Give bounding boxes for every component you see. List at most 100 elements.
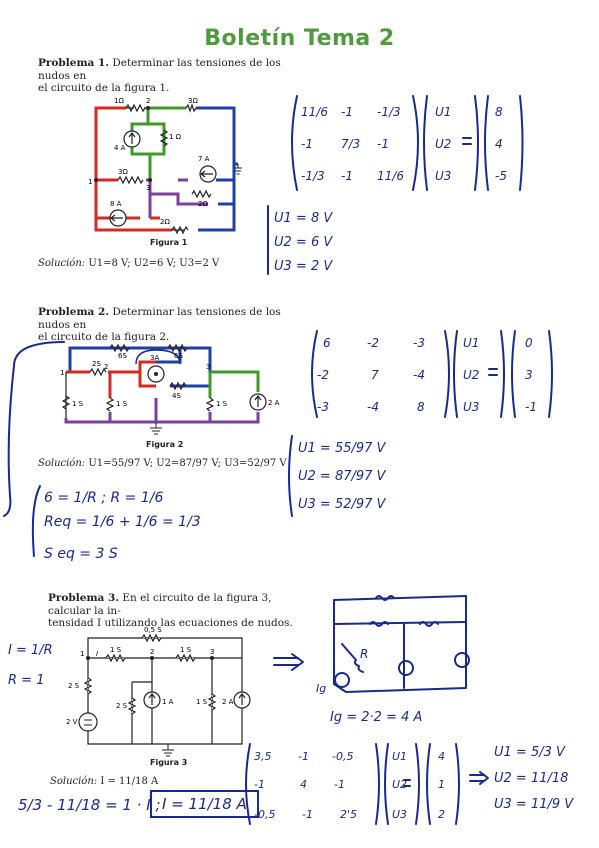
m3-cell: 2'5 <box>340 808 357 821</box>
fig2-label-4s: 4S <box>172 392 181 400</box>
r2-u3: U3 = 52/97 V <box>298 497 387 512</box>
handwritten-matrix-2: 6 -2 -3 -2 7 -4 -3 -4 8 U1 U2 U3 0 3 -1 <box>311 330 553 418</box>
figure-2-circuit: 6S 6S 2S 3A 1 2 3 1 S 1 S 4S 1 S 2 A <box>60 343 280 435</box>
m2-rhs: 0 <box>525 336 533 350</box>
m2-cell: -4 <box>413 368 425 382</box>
m2-unknown: U2 <box>463 368 479 382</box>
problem-2-solution-text: U1=55/97 V; U2=87/97 V; U3=52/97 V <box>88 458 287 469</box>
problem-3-text-line1: En el circuito de la figura 3, calcular … <box>48 592 272 617</box>
fig3-node-3: 3 <box>210 648 214 656</box>
figure-3-caption: Figura 3 <box>150 758 188 767</box>
implies-arrow-icon <box>469 771 489 785</box>
handwritten-final-equation: 5/3 - 11/18 = 1 · I ; <box>18 796 161 814</box>
m1-cell: -1/3 <box>377 105 401 119</box>
handwritten-results-2: U1 = 55/97 V U2 = 87/97 V U3 = 52/97 V <box>288 435 387 517</box>
side-note-2: R = 1 <box>8 673 45 688</box>
m1-cell: -1 <box>301 137 313 151</box>
fig3-label-1s-c: 1 S <box>196 698 208 706</box>
m3-rhs: 4 <box>438 750 445 763</box>
m3-cell: 3,5 <box>254 750 272 763</box>
fig2-label-3a: 3A <box>150 354 159 362</box>
figure-2-caption: Figura 2 <box>146 440 184 449</box>
fig1-label-i4: 4 A <box>114 144 126 152</box>
m1-cell: 7/3 <box>341 137 360 151</box>
m3-rhs: 1 <box>438 778 445 791</box>
fig2-label-6s-b: 6S <box>174 352 183 360</box>
m3-cell: 4 <box>300 778 307 791</box>
fig1-label-r3: 1 Ω <box>169 133 182 141</box>
m3-rhs: 2 <box>438 808 445 821</box>
problem-1-solution-text: U1=8 V; U2=6 V; U3=2 V <box>88 258 220 269</box>
fig3-label-2s-b: 2 S <box>116 702 128 710</box>
fig3-node-1: 1 <box>80 650 84 658</box>
fig3-label-1s-b: 1 S <box>180 646 192 654</box>
problem-3-statement: Problema 3. En el circuito de la figura … <box>48 592 298 630</box>
r2-u1: U1 = 55/97 V <box>298 441 387 456</box>
m2-cell: -2 <box>317 368 329 382</box>
m1-cell: -1/3 <box>301 169 325 183</box>
problem-3-solution-text: I = 11/18 A <box>100 776 159 787</box>
m1-cell: -1 <box>341 105 353 119</box>
handwritten-matrix-1: 11/6 -1 -1/3 -1 7/3 -1 -1/3 -1 11/6 U1 U… <box>291 95 524 191</box>
figure-3-circuit: 0,5 S 1 I 1 S 2 1 S 3 2 S 2 S 1 A 1 S 2 … <box>66 626 251 757</box>
m3-unknown: U3 <box>392 808 407 821</box>
m1-rhs: -5 <box>495 169 507 183</box>
m1-rhs: 4 <box>495 137 503 151</box>
fig2-node-2: 2 <box>104 363 108 371</box>
m1-cell: 11/6 <box>301 105 328 119</box>
fig2-label-6s-a: 6S <box>118 352 127 360</box>
problem-1-statement: Problema 1. Determinar las tensiones de … <box>38 57 308 95</box>
m1-unknown: U2 <box>435 137 451 151</box>
handwritten-matrix-3: 3,5 -1 -0,5 -1 4 -1 -0,5 -1 2'5 U1 U2 U3… <box>245 743 460 825</box>
fig3-label-05s: 0,5 S <box>144 626 162 634</box>
fig1-label-r6: 2Ω <box>160 218 170 226</box>
m3-unknown: U1 <box>392 750 407 763</box>
figure-1-caption: Figura 1 <box>150 238 188 247</box>
m3-cell: -1 <box>254 778 265 791</box>
problem-3-solution-label: Solución: <box>50 776 98 787</box>
m2-cell: -2 <box>367 336 379 350</box>
m2-unknown: U1 <box>463 336 479 350</box>
problem-1-text-line1: Determinar las tensiones de los nudos en <box>38 57 281 82</box>
fig3-label-2a: 2 A <box>222 698 234 706</box>
problem-1-solution-label: Solución: <box>38 258 86 269</box>
fig2-node-1: 1 <box>60 369 64 377</box>
m1-rhs: 8 <box>495 105 503 119</box>
fig3-label-2s-a: 2 S <box>68 682 80 690</box>
r1-u3: U3 = 2 V <box>274 259 333 274</box>
fig2-label-2a: 2 A <box>268 399 280 407</box>
fig2-label-1s-a: 1 S <box>72 400 84 408</box>
problem-2-label: Problema 2. <box>38 306 109 318</box>
fig3-label-1s-a: 1 S <box>110 646 122 654</box>
m2-cell: 6 <box>323 336 331 350</box>
fig2-node-3: 3 <box>206 363 210 371</box>
r1-u2: U2 = 6 V <box>274 235 333 250</box>
problem-1-text-line2: el circuito de la figura 1. <box>38 82 170 94</box>
note-1: 6 = 1/R ; R = 1/6 <box>44 490 164 506</box>
fig1-label-r5: 2Ω <box>198 200 208 208</box>
handwritten-notes-2: 6 = 1/R ; R = 1/6 Req = 1/6 + 1/6 = 1/3 … <box>44 486 201 566</box>
m2-rhs: -1 <box>525 400 537 414</box>
m3-cell: -1 <box>298 750 309 763</box>
r2-u2: U2 = 87/97 V <box>298 469 387 484</box>
problem-2-text-line2: el circuito de la figura 2. <box>38 331 170 343</box>
m2-cell: -3 <box>317 400 329 414</box>
problem-2-solution: Solución: U1=55/97 V; U2=87/97 V; U3=52/… <box>38 458 287 469</box>
m1-unknown: U3 <box>435 169 451 183</box>
m2-rhs: 3 <box>525 368 533 382</box>
handwritten-results-1: U1 = 8 V U2 = 6 V U3 = 2 V <box>267 205 333 275</box>
m3-cell: -1 <box>302 808 313 821</box>
m2-cell: 8 <box>417 400 425 414</box>
fig2-label-2s: 2S <box>92 360 101 368</box>
m3-cell: -0,5 <box>254 808 275 821</box>
fig1-label-i8: 8 A <box>110 200 122 208</box>
m2-cell: 7 <box>371 368 379 382</box>
note-2: Req = 1/6 + 1/6 = 1/3 <box>44 514 201 530</box>
fig1-label-r1: 1Ω <box>114 97 124 105</box>
implies-arrow-icon <box>273 653 304 671</box>
fig1-node-3: 3 <box>146 184 150 192</box>
handwritten-ig-equation: Ig = 2·2 = 4 A <box>330 710 423 725</box>
m3-cell: -0,5 <box>332 750 353 763</box>
problem-3-solution: Solución: I = 11/18 A <box>50 776 158 787</box>
fig3-node-2: 2 <box>150 648 154 656</box>
